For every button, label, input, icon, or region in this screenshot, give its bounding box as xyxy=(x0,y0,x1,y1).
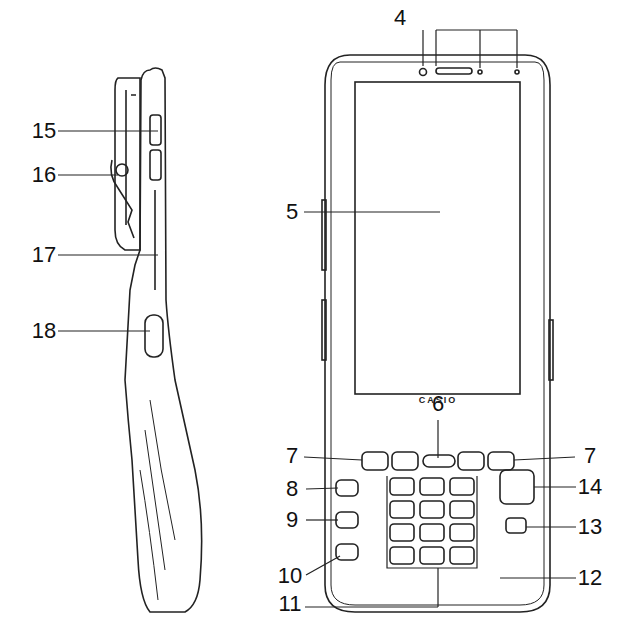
side-seam xyxy=(154,190,156,290)
callout-number: 7 xyxy=(584,445,596,467)
soft-key xyxy=(488,452,514,470)
strap-hole xyxy=(116,164,128,176)
callout-number: 17 xyxy=(32,244,56,266)
callout-number: 16 xyxy=(32,164,56,186)
callout-number: 9 xyxy=(286,509,298,531)
front-body xyxy=(325,55,550,612)
display xyxy=(355,82,520,394)
callout-number: 14 xyxy=(578,476,602,498)
left-side-key-2 xyxy=(322,300,326,360)
callout-number: 11 xyxy=(279,593,302,615)
callout-number: 18 xyxy=(32,320,56,342)
side-body xyxy=(125,68,202,612)
callout-number: 5 xyxy=(286,201,298,223)
numeric-keypad xyxy=(390,478,474,564)
front-bezel xyxy=(331,62,544,605)
volume-down-key xyxy=(150,150,161,180)
sensor xyxy=(478,70,482,74)
camera xyxy=(420,69,427,76)
leader-lines xyxy=(58,131,576,607)
callout-number: 12 xyxy=(578,567,602,589)
callout-number: 15 xyxy=(32,120,56,142)
left-side-key xyxy=(322,200,326,270)
side-clip-detail xyxy=(126,90,136,225)
function-key xyxy=(336,512,358,528)
indicator xyxy=(515,70,519,74)
callout-number: 13 xyxy=(578,516,602,538)
bs-key xyxy=(506,518,526,533)
callout-number: 10 xyxy=(278,565,302,587)
side-clip xyxy=(115,78,140,250)
enter-key xyxy=(500,470,534,504)
soft-key xyxy=(458,452,484,470)
strap-hook xyxy=(111,160,134,238)
speaker xyxy=(436,68,472,74)
center-key xyxy=(423,455,455,467)
volume-up-key xyxy=(150,115,161,145)
leader-4 xyxy=(423,30,517,68)
callout-number: 4 xyxy=(394,7,406,29)
function-key xyxy=(336,544,358,560)
callout-number: 8 xyxy=(286,478,298,500)
side-trigger-key xyxy=(145,315,163,357)
callout-number: 7 xyxy=(286,445,298,467)
function-key xyxy=(336,480,358,496)
right-side-key xyxy=(549,320,553,380)
soft-key xyxy=(392,452,418,470)
brand-logo: CASIO xyxy=(419,396,458,405)
soft-key xyxy=(362,452,388,470)
grip-texture xyxy=(140,400,175,600)
